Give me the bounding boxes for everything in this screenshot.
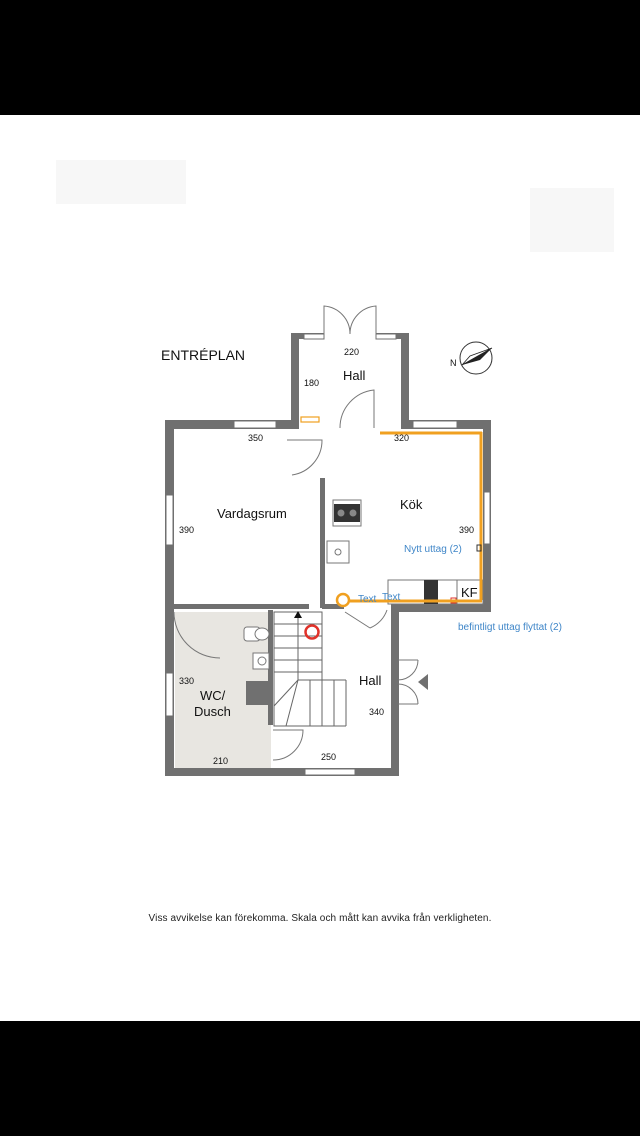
room-label-hall-top: Hall <box>343 368 366 383</box>
red-circle-marker <box>304 624 320 640</box>
dim-kok-width: 320 <box>394 433 409 443</box>
dim-hall-bottom-depth: 340 <box>369 707 384 717</box>
room-label-vardagsrum: Vardagsrum <box>217 506 287 521</box>
new-outlet-marker <box>476 544 482 552</box>
orange-outlet-marker <box>335 592 351 608</box>
dim-wc-depth: 330 <box>179 676 194 686</box>
electrical-route <box>350 431 483 603</box>
dim-hall-top-depth: 180 <box>304 378 319 388</box>
electric-panel <box>300 416 320 423</box>
compass-icon <box>459 341 493 375</box>
dim-kok-depth: 390 <box>459 525 474 535</box>
annotation-new-outlet: Nytt uttag (2) <box>404 544 462 555</box>
fridge-label: KF <box>461 585 478 600</box>
annotation-moved-outlet: befintligt uttag flyttat (2) <box>458 622 562 633</box>
bottom-black-bar <box>0 1021 640 1136</box>
interior-walls <box>174 478 344 725</box>
room-label-wc: WC/ <box>200 688 226 703</box>
sink <box>326 540 350 564</box>
top-black-bar <box>0 0 640 115</box>
entrance-arrow <box>418 674 428 690</box>
faded-logo-right <box>530 188 614 252</box>
windows <box>165 333 491 776</box>
room-label-kok: Kök <box>400 497 423 512</box>
faded-logo-left <box>56 160 186 204</box>
annotation-text-2: Text <box>382 592 401 603</box>
room-label-dusch: Dusch <box>194 704 231 719</box>
staircase <box>273 611 347 727</box>
compass-north-label: N <box>450 358 457 368</box>
dim-hall-top-width: 220 <box>344 347 359 357</box>
disclaimer-text: Viss avvikelse kan förekomma. Skala och … <box>148 913 492 924</box>
plan-title: ENTRÉPLAN <box>161 347 245 363</box>
dim-vardagsrum-depth: 390 <box>179 525 194 535</box>
dim-hall-bottom-width: 250 <box>321 752 336 762</box>
dim-wc-width: 210 <box>213 756 228 766</box>
doors <box>173 305 419 761</box>
wc-fixtures <box>243 626 270 670</box>
room-label-hall-bottom: Hall <box>359 673 382 688</box>
stair-direction-arrow <box>294 611 302 618</box>
dim-vardagsrum-width: 350 <box>248 433 263 443</box>
annotation-text-1: Text <box>358 594 377 605</box>
